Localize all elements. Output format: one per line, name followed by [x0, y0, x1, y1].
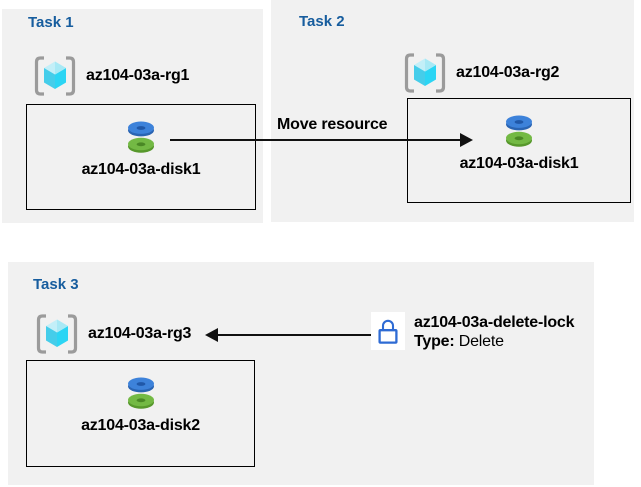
task2-resource-box: az104-03a-disk1	[407, 98, 631, 203]
resource-group-icon	[404, 53, 446, 93]
task2-disk-label: az104-03a-disk1	[459, 155, 579, 172]
task3-resource-group-label: az104-03a-rg3	[88, 325, 192, 342]
task2-resource-group: az104-03a-rg2	[403, 52, 559, 94]
lock-chip	[371, 312, 405, 350]
task1-resource-group: az104-03a-rg1	[33, 55, 189, 97]
task3-panel: Task 3 az104-03a-rg3 az104-03a-disk2	[8, 262, 594, 485]
task3-resource-box: az104-03a-disk2	[26, 360, 255, 467]
task3-title: Task 3	[33, 276, 79, 293]
task2-title: Task 2	[299, 13, 345, 30]
task1-disk-label: az104-03a-disk1	[81, 161, 201, 178]
delete-lock-annotation: az104-03a-delete-lock Type: Delete	[371, 312, 575, 351]
managed-disk-icon	[127, 377, 154, 409]
resource-group-icon	[34, 56, 76, 96]
lock-type-line: Type: Delete	[414, 333, 504, 350]
task1-panel: Task 1 az104-03a-rg1 az104-03a-disk1	[2, 9, 263, 223]
delete-lock-arrow-line	[217, 334, 372, 336]
move-resource-arrow-head-icon	[460, 133, 473, 147]
task1-title: Task 1	[28, 14, 74, 31]
lock-text-block: az104-03a-delete-lock Type: Delete	[414, 312, 575, 351]
move-resource-label: Move resource	[277, 116, 388, 133]
task1-resource-group-label: az104-03a-rg1	[86, 67, 190, 84]
task3-disk-label: az104-03a-disk2	[81, 417, 200, 434]
task2-panel: Task 2 az104-03a-rg2 az104-03a-disk1	[271, 0, 634, 222]
managed-disk-icon	[128, 121, 154, 153]
lock-type-value: Delete	[458, 333, 504, 350]
task1-resource-box: az104-03a-disk1	[26, 104, 256, 210]
move-resource-arrow-line	[170, 139, 462, 141]
resource-group-icon	[36, 314, 78, 354]
task2-resource-group-label: az104-03a-rg2	[456, 64, 560, 81]
managed-disk-icon	[506, 115, 532, 147]
delete-lock-arrow-head-icon	[205, 328, 218, 342]
task3-resource-group: az104-03a-rg3	[35, 313, 191, 355]
lock-icon	[378, 319, 398, 344]
lock-type-key: Type:	[414, 333, 455, 350]
lock-name-label: az104-03a-delete-lock	[414, 314, 575, 331]
